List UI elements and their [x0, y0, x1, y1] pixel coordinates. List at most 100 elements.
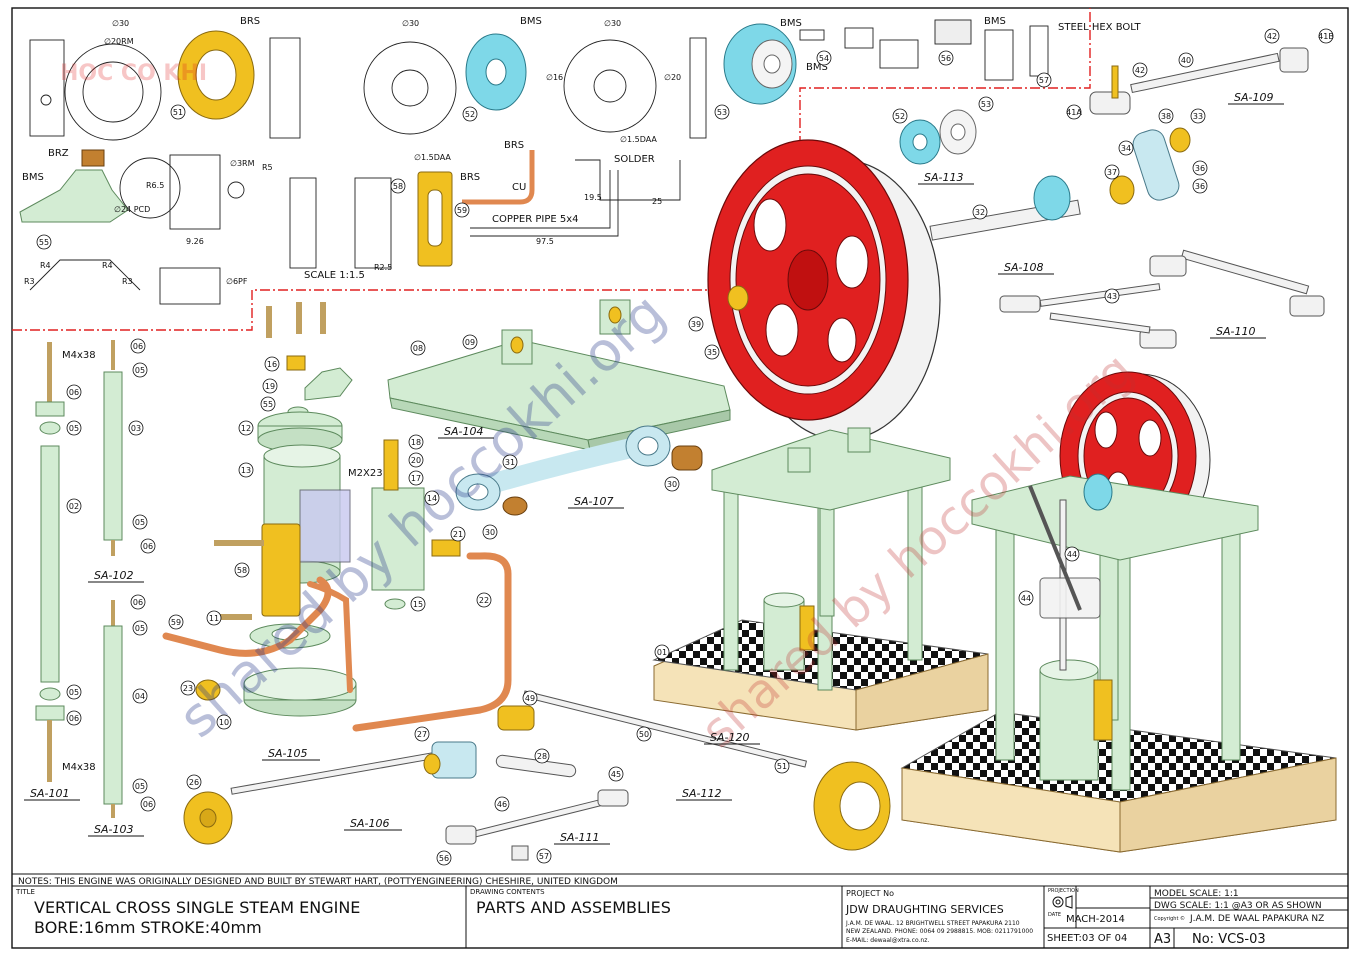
part-balloon-circle — [132, 514, 148, 530]
sa-110-label: SA-110 — [1216, 325, 1255, 338]
part-balloon-number: 39 — [691, 320, 701, 329]
part-balloon-number: 58 — [237, 566, 247, 575]
steam-pipes — [162, 552, 512, 732]
part-53-render — [723, 23, 797, 105]
part-balloon-number: 30 — [667, 480, 677, 489]
part-balloon-number: 51 — [173, 108, 183, 117]
part-58-59-details — [289, 150, 681, 269]
sa-112-eccentric-rod — [497, 690, 891, 851]
part-balloon-circle — [410, 340, 426, 356]
assembly-label-sa-102: SA-102 — [88, 569, 144, 583]
part-balloon-circle — [1192, 178, 1208, 194]
dim-dia30-53: ∅30 — [604, 19, 621, 28]
company-name: JDW DRAUGHTING SERVICES — [845, 903, 1004, 916]
part-balloon-number: 52 — [895, 112, 905, 121]
part-balloon-number: 06 — [143, 800, 153, 809]
drawing-contents: PARTS AND ASSEMBLIES — [476, 898, 671, 917]
part-balloon-circle — [1264, 28, 1280, 44]
drawing-title: VERTICAL CROSS SINGLE STEAM ENGINE — [34, 898, 360, 917]
sa-107-connecting-rod — [455, 425, 703, 516]
part-balloon-number: 06 — [69, 388, 79, 397]
sa-102-column — [103, 340, 123, 556]
part-balloon-number: 56 — [439, 854, 449, 863]
assembly-middle — [652, 427, 989, 731]
part-balloon-circle — [66, 710, 82, 726]
part-balloon-number: 28 — [537, 752, 547, 761]
part-balloon-number: 09 — [465, 338, 475, 347]
m2x23-label: M2X23 — [348, 468, 383, 479]
part-balloon-circle — [1190, 108, 1206, 124]
solder-label: SOLDER — [614, 154, 655, 165]
dim-r5: R5 — [262, 163, 273, 172]
part-balloon-number: 57 — [1039, 76, 1049, 85]
dim-daa-58: ∅1.5DAA — [414, 153, 451, 162]
sheet-size: A3 — [1154, 932, 1171, 947]
assembly-label-sa-107: SA-107 — [568, 495, 624, 509]
part-balloon-circle — [66, 498, 82, 514]
sa-113-parts — [899, 109, 977, 165]
part-balloon-number: 42 — [1135, 66, 1145, 75]
part-balloon-number: 59 — [457, 206, 467, 215]
part-balloon-circle — [1318, 28, 1334, 44]
part-balloon-circle — [502, 454, 518, 470]
part-balloon-number: 19 — [265, 382, 275, 391]
part-balloon-number: 05 — [69, 688, 79, 697]
part-balloon-circle — [1192, 160, 1208, 176]
part-balloon-circle — [234, 562, 250, 578]
part-54-56-57-details — [799, 19, 1049, 81]
assembly-label-sa-104: SA-104 — [438, 425, 494, 439]
sa-104-label: SA-104 — [444, 425, 483, 438]
part-balloon-circle — [408, 452, 424, 468]
sa-109-110-rods — [999, 249, 1325, 349]
part-balloon-circle — [180, 680, 196, 696]
part-balloon-number: 37 — [1107, 168, 1117, 177]
part-balloon-circle — [168, 614, 184, 630]
drawing-date: MACH-2014 — [1066, 914, 1125, 925]
part-balloon-circle — [206, 610, 222, 626]
assembly-label-sa-113: SA-113 — [918, 171, 974, 185]
part-balloon-number: 02 — [69, 502, 79, 511]
dim-r4-right: R4 — [102, 261, 113, 270]
company-email: E-MAIL: dewaal@xtra.co.nz. — [846, 937, 929, 944]
part-balloon-number: 55 — [39, 238, 49, 247]
dim-6pf: ∅6PF — [226, 277, 248, 286]
sa-101-column — [35, 342, 65, 782]
watermark-logo: HOC CO KHI — [60, 61, 207, 86]
sa-108-label: SA-108 — [1004, 261, 1043, 274]
part-55-detail — [19, 149, 245, 305]
dim-r4-left: R4 — [40, 261, 51, 270]
part-balloon-number: 53 — [981, 100, 991, 109]
m4x38-bottom-label: M4x38 — [62, 762, 96, 773]
part-balloon-number: 50 — [639, 730, 649, 739]
part-balloon-number: 18 — [411, 438, 421, 447]
scale-label: SCALE 1:1.5 — [304, 270, 365, 281]
company-address-1: J.A.M. DE WAAL. 12 BRIGHTWELL STREET PAP… — [845, 920, 1020, 927]
project-no-label: PROJECT No — [846, 889, 894, 898]
part-balloon-number: 06 — [133, 342, 143, 351]
sa-112-label: SA-112 — [682, 787, 721, 800]
dim-daa-59: ∅1.5DAA — [620, 135, 657, 144]
dim-926: 9.26 — [186, 237, 204, 246]
part-balloon-number: 59 — [171, 618, 181, 627]
part-balloon-number: 41B — [1318, 32, 1334, 41]
part-balloon-circle — [1158, 108, 1174, 124]
part-balloon-circle — [390, 178, 406, 194]
part-balloon-number: 54 — [819, 54, 829, 63]
part-balloon-number: 56 — [941, 54, 951, 63]
part-balloon-number: 45 — [611, 770, 621, 779]
projection-icon — [1052, 895, 1073, 909]
brs-label-59: BRS — [504, 140, 524, 151]
dim-r3-left: R3 — [24, 277, 35, 286]
dimension-labels: ∅30 ∅20RM ∅30 ∅30 ∅16 ∅20 ∅3RM R5 R6.5 ∅… — [24, 19, 681, 286]
part-balloon-number: 49 — [525, 694, 535, 703]
part-balloon-number: 31 — [505, 458, 515, 467]
part-balloon-circle — [494, 796, 510, 812]
brs-label-58: BRS — [460, 172, 480, 183]
sa-108-crankshaft — [929, 127, 1191, 241]
cu-label: CU — [512, 182, 526, 193]
part-balloon-number: 36 — [1195, 164, 1205, 173]
part-52-detail — [269, 37, 457, 139]
part-52-render — [465, 33, 527, 111]
part-51-detail — [29, 39, 162, 141]
assembly-label-sa-120: SA-120 — [704, 731, 760, 745]
